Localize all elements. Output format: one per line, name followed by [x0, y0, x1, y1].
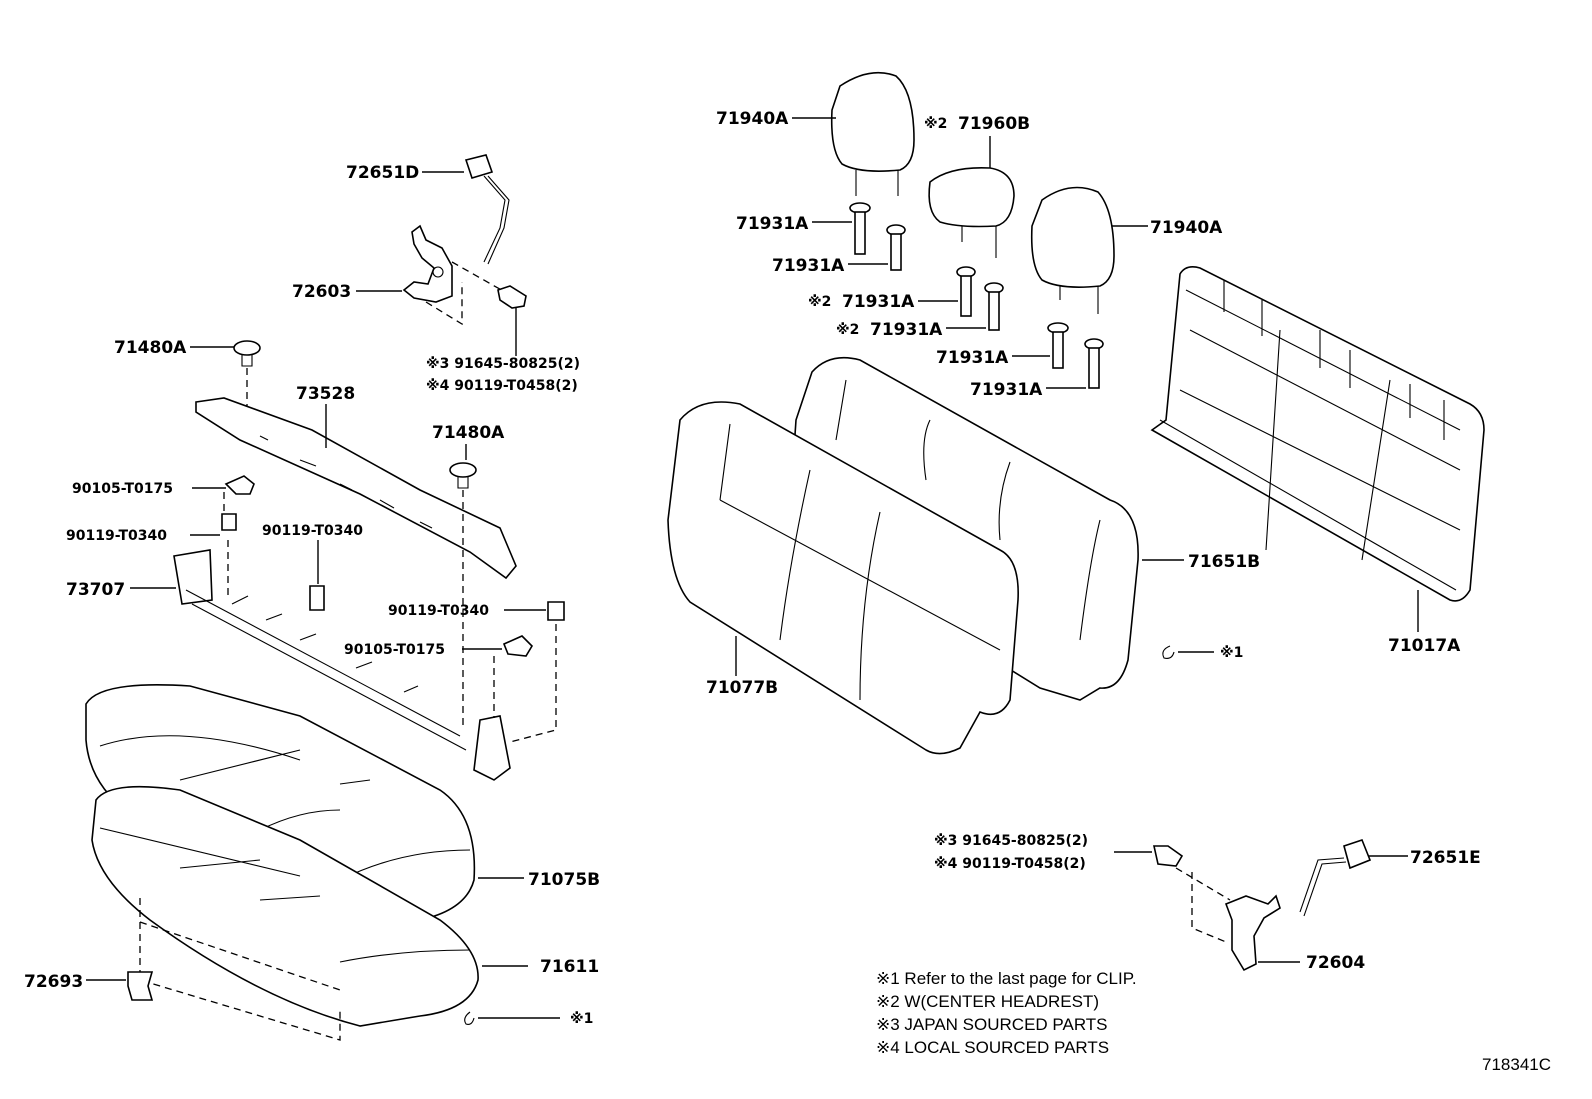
label-72604: 72604 [1306, 953, 1365, 973]
label-71931A-6: 71931A [970, 380, 1043, 400]
ref-note2-headrest: ※2 [924, 116, 947, 132]
label-71075B: 71075B [528, 870, 600, 890]
seatback-frame-71017A [1150, 266, 1485, 602]
label-72651D: 72651D [346, 163, 419, 183]
clip-icon [449, 462, 477, 489]
label-71931A-1: 71931A [736, 214, 809, 234]
label-90119-T0340-left: 90119-T0340 [66, 528, 167, 544]
clip-icon [127, 971, 154, 1001]
note-3: ※3 JAPAN SOURCED PARTS [876, 1015, 1108, 1034]
bolt-icon [221, 513, 237, 531]
bolt-ref-local-left: ※4 90119-T0458(2) [426, 378, 578, 394]
label-71931A-2: 71931A [772, 256, 845, 276]
label-71077B: 71077B [706, 678, 778, 698]
label-73707: 73707 [66, 580, 125, 600]
label-72693: 72693 [24, 972, 83, 992]
label-71651B: 71651B [1188, 552, 1260, 572]
ref-note1-left: ※1 [570, 1011, 593, 1027]
anchor-bracket-72603 [402, 224, 453, 303]
headrest-guide-icon [849, 202, 1104, 389]
label-72651E: 72651E [1410, 848, 1481, 868]
ref-note2-guide-2: ※2 [836, 322, 859, 338]
label-71931A-4: 71931A [870, 320, 943, 340]
bolt-icon [497, 285, 527, 309]
anchor-bracket-72604 [1224, 894, 1281, 972]
label-71960B: 71960B [958, 114, 1030, 134]
label-71931A-5: 71931A [936, 348, 1009, 368]
seat-cushion-frame-panel-73528 [195, 397, 517, 580]
label-90119-T0340-right: 90119-T0340 [388, 603, 489, 619]
bolt-icon [224, 475, 255, 495]
label-90105-T0175-left: 90105-T0175 [72, 481, 173, 497]
label-71931A-3: 71931A [842, 292, 915, 312]
clip-icon [233, 340, 261, 367]
seat-belt-buckle-72651E [1299, 839, 1372, 917]
bolt-icon [547, 601, 565, 621]
seat-belt-buckle-72651D [464, 154, 510, 265]
bolt-icon [1153, 845, 1184, 867]
label-71017A: 71017A [1388, 636, 1461, 656]
note-1: ※1 Refer to the last page for CLIP. [876, 969, 1137, 988]
bolt-ref-local-right: ※4 90119-T0458(2) [934, 856, 1086, 872]
bolt-ref-japan-left: ※3 91645-80825(2) [426, 356, 580, 372]
seatback-cover-71077B [667, 401, 1019, 755]
bolt-icon [309, 585, 325, 611]
label-72603: 72603 [292, 282, 351, 302]
label-71480A-right: 71480A [432, 423, 505, 443]
label-90105-T0175-right: 90105-T0175 [344, 642, 445, 658]
headrest-71940A-left [830, 71, 915, 196]
label-73528: 73528 [296, 384, 355, 404]
headrest-71960B-center [928, 166, 1015, 258]
headrest-71940A-right [1030, 186, 1115, 314]
label-71480A-left: 71480A [114, 338, 187, 358]
figure-id: 718341C [1482, 1055, 1551, 1074]
note-4: ※4 LOCAL SOURCED PARTS [876, 1038, 1109, 1057]
label-71611: 71611 [540, 957, 599, 977]
ref-note2-guide-1: ※2 [808, 294, 831, 310]
seat-cushion-cover-71611 [91, 785, 479, 1027]
label-71940A-right: 71940A [1150, 218, 1223, 238]
label-71940A-left: 71940A [716, 109, 789, 129]
bolt-icon [502, 635, 534, 657]
seat-frame-rod-73707 [173, 549, 511, 781]
note-2: ※2 W(CENTER HEADREST) [876, 992, 1099, 1011]
bolt-ref-japan-right: ※3 91645-80825(2) [934, 833, 1088, 849]
label-90119-T0340-middle: 90119-T0340 [262, 523, 363, 539]
ref-note1-right: ※1 [1220, 645, 1243, 661]
